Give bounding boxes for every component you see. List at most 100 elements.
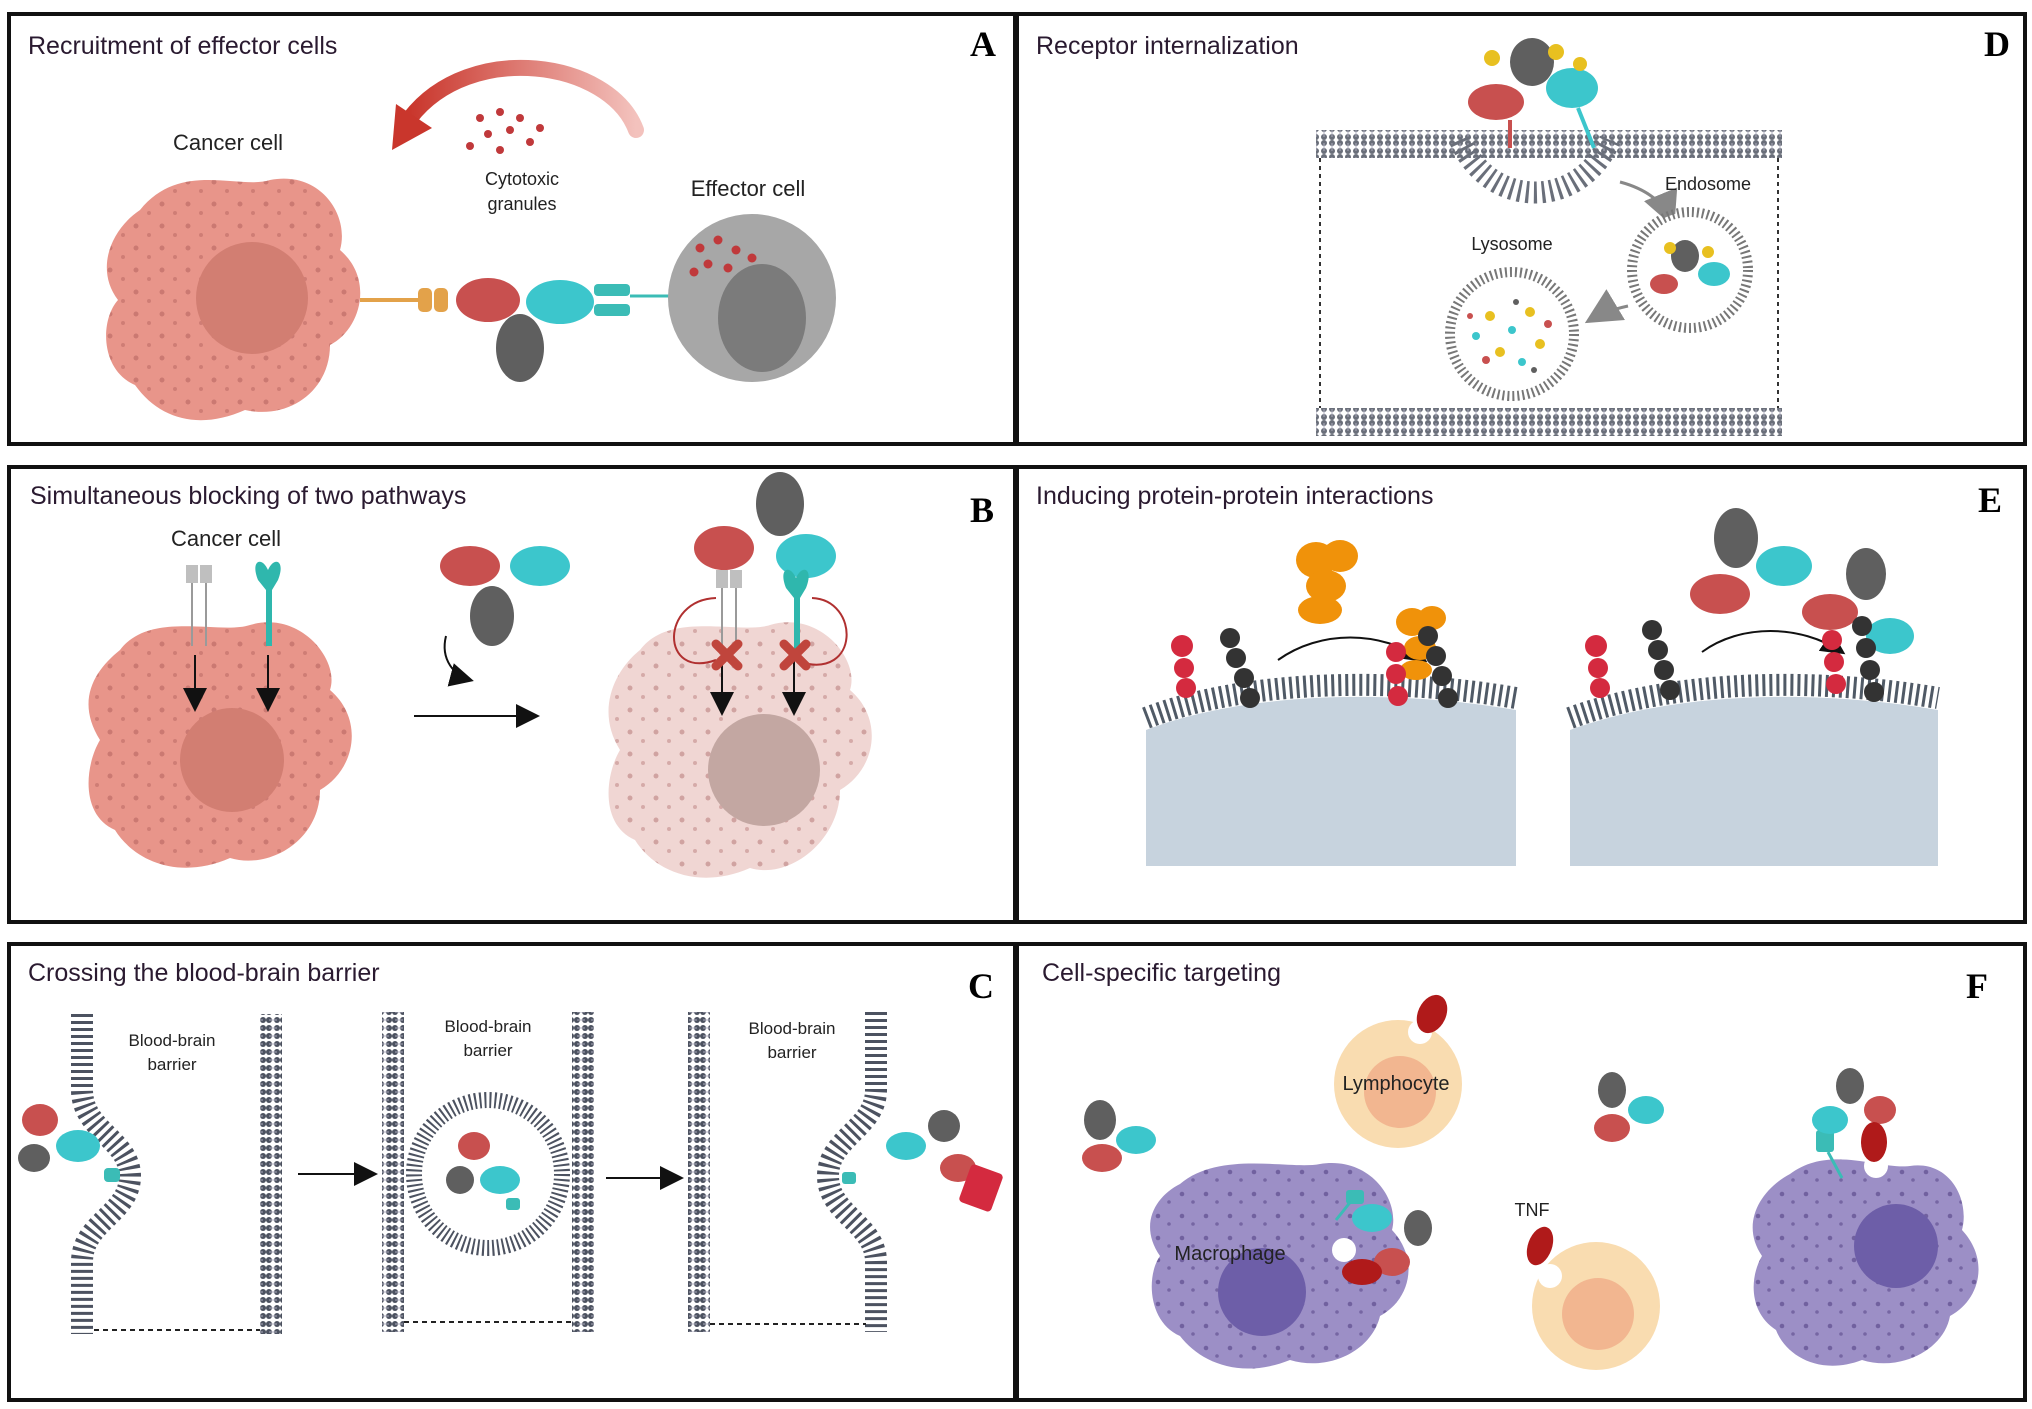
panel-d-letter: D <box>1984 24 2010 64</box>
cancer-cell-label-b: Cancer cell <box>171 526 281 551</box>
granules-label-1: Cytotoxic <box>485 169 559 189</box>
macrophage-label: Macrophage <box>1174 1243 1285 1265</box>
plasma-membrane-bottom <box>1316 408 1782 436</box>
bispecific-antibody-a <box>456 278 594 382</box>
macrophage-nucleus <box>1218 1248 1306 1336</box>
bispecific-antibody-b <box>440 546 570 646</box>
red-protein-right <box>1585 635 1610 698</box>
panel-d-title: Receptor internalization <box>1036 32 1299 60</box>
panel-a: Recruitment of effector cells A Cytotoxi… <box>7 12 1017 446</box>
antibody-f-1 <box>1082 1100 1156 1172</box>
bbb-1-label-2: barrier <box>147 1055 196 1074</box>
black-protein-left-1 <box>1220 628 1260 708</box>
granules-label-2: granules <box>487 194 556 214</box>
orange-ligand-free <box>1296 540 1358 624</box>
block-mark-left <box>711 639 743 671</box>
lymphocyte-nucleus <box>1364 1056 1436 1128</box>
cell-surface-e-right <box>1570 696 1938 866</box>
bound-antibody-e <box>1802 548 1914 702</box>
inhibition-line-left <box>673 597 717 664</box>
panel-a-title: Recruitment of effector cells <box>28 32 337 60</box>
bbb-3-left-membrane <box>688 1012 710 1332</box>
recruitment-arrow <box>402 59 644 138</box>
antibody-f-bound-macrophage <box>1332 1190 1432 1285</box>
tnf-cell-nucleus <box>1562 1278 1634 1350</box>
effector-nucleus <box>718 264 806 372</box>
degraded-fragments <box>1467 299 1552 373</box>
macrophage-targeted-nucleus <box>1854 1204 1938 1288</box>
cancer-nucleus-a <box>196 242 308 354</box>
binding-arrow-b <box>443 635 474 687</box>
antibody-c-2 <box>446 1132 520 1210</box>
bbb-stage-2: Blood-brain barrier <box>382 1012 594 1332</box>
effector-cell-label: Effector cell <box>691 176 806 201</box>
tnf-label: TNF <box>1515 1200 1550 1220</box>
bbb-2-label-1: Blood-brain <box>445 1017 532 1036</box>
free-antibody-e <box>1690 508 1812 614</box>
panel-b-letter: B <box>970 490 994 530</box>
receptor-grey-1 <box>186 565 198 583</box>
arrow-to-lysosome <box>1584 289 1629 324</box>
bbb-1-right-membrane <box>260 1014 282 1334</box>
membrane-e-right <box>1566 673 1940 729</box>
antibody-c-1 <box>18 1104 120 1182</box>
panel-c-title: Crossing the blood-brain barrier <box>28 959 380 987</box>
panel-b-title: Simultaneous blocking of two pathways <box>30 482 466 510</box>
cancer-nucleus-b-right <box>708 714 820 826</box>
panel-e: Inducing protein-protein interactions E <box>1015 465 2027 924</box>
tumor-antigen-right <box>434 288 448 312</box>
bbb-2-left-membrane <box>382 1012 404 1332</box>
inhibition-line-right <box>799 597 848 666</box>
panel-f-title: Cell-specific targeting <box>1042 959 1281 987</box>
bbb-2-right-membrane <box>572 1012 594 1332</box>
receptor-teal-right <box>783 569 809 650</box>
effector-granules <box>689 235 757 277</box>
bbb-3-label-2: barrier <box>767 1043 816 1062</box>
bound-antibody-b <box>694 472 836 578</box>
receptor-teal-left <box>255 561 281 646</box>
endosome-label: Endosome <box>1665 174 1751 194</box>
bbb-2-label-2: barrier <box>463 1041 512 1060</box>
membrane-e-left <box>1142 673 1518 729</box>
effector-receptor-top <box>594 284 630 296</box>
antibody-f-targeted <box>1812 1068 1896 1179</box>
lymphocyte-label: Lymphocyte <box>1342 1073 1449 1095</box>
tnf-receptor <box>1538 1264 1562 1288</box>
bbb-1-left-membrane <box>71 1014 142 1334</box>
cell-surface-e-left <box>1146 696 1516 866</box>
bbb-stage-3: Blood-brain barrier <box>688 1012 1003 1332</box>
red-protein-left-1 <box>1171 635 1196 698</box>
tnf-on-lymphocyte <box>1416 994 1448 1034</box>
panel-f-letter: F <box>1966 966 1988 1006</box>
effector-receptor-bottom <box>594 304 630 316</box>
tumor-antigen-left <box>418 288 432 312</box>
black-protein-right <box>1642 620 1680 700</box>
cytotoxic-granules-cluster <box>466 108 544 154</box>
bbb-3-label-1: Blood-brain <box>749 1019 836 1038</box>
panel-c: Crossing the blood-brain barrier C Blood… <box>7 942 1017 1402</box>
antibody-f-2 <box>1594 1072 1664 1142</box>
membrane-invagination <box>1449 135 1621 204</box>
antibody-c-3 <box>842 1110 1003 1212</box>
panel-e-title: Inducing protein-protein interactions <box>1036 482 1433 510</box>
antibody-d <box>1468 38 1598 149</box>
panel-c-letter: C <box>968 966 994 1006</box>
panel-b: Simultaneous blocking of two pathways B … <box>7 465 1017 924</box>
panel-e-letter: E <box>1978 480 2002 520</box>
cancer-cell-label-a: Cancer cell <box>173 130 283 155</box>
block-mark-right <box>779 639 811 671</box>
cancer-nucleus-b-left <box>180 708 284 812</box>
plasma-membrane-top <box>1316 130 1782 158</box>
lysosome-label: Lysosome <box>1471 234 1552 254</box>
receptor-grey-2 <box>200 565 212 583</box>
recruitment-arrowhead <box>392 104 432 150</box>
panel-a-letter: A <box>970 24 996 64</box>
tnf-molecule <box>1526 1226 1554 1266</box>
endosome-contents <box>1650 240 1730 294</box>
bbb-1-label-1: Blood-brain <box>129 1031 216 1050</box>
panel-f: Cell-specific targeting F Lymphocyte Mac… <box>1015 942 2027 1402</box>
panel-d: Receptor internalization D Endosome <box>1015 12 2027 446</box>
complex-orange <box>1386 606 1458 708</box>
bbb-stage-1: Blood-brain barrier <box>18 1014 282 1334</box>
